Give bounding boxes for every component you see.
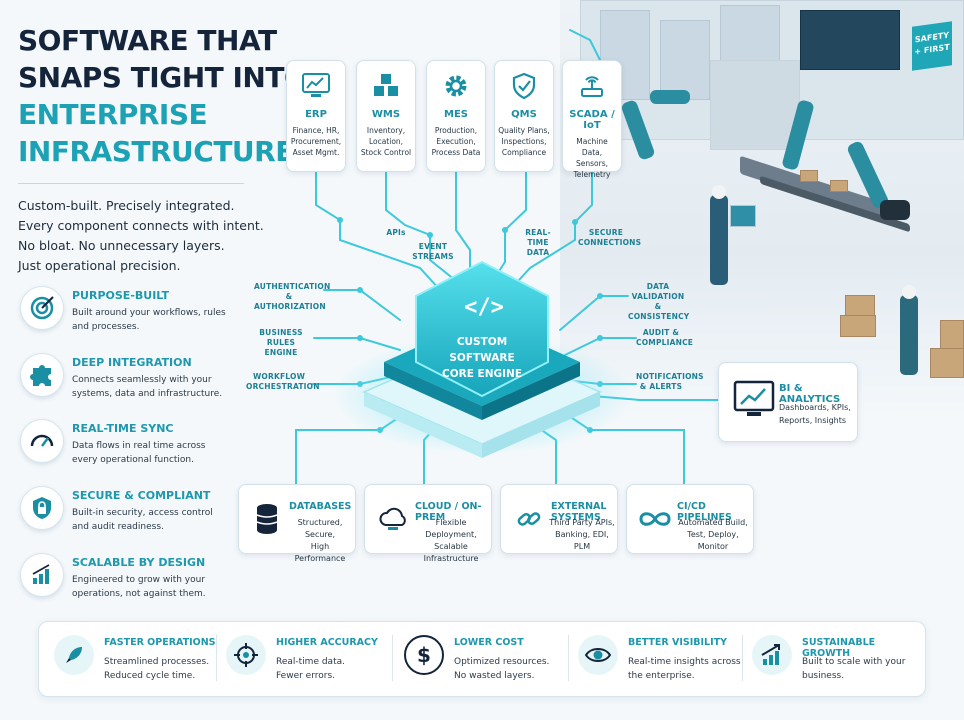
benefit-divider <box>568 635 569 681</box>
system-card-wms: WMS Inventory, Location, Stock Control <box>356 60 416 172</box>
system-card-mes: MES Production, Execution, Process Data <box>426 60 486 172</box>
system-card-erp: ERP Finance, HR, Procurement, Asset Mgmt… <box>286 60 346 172</box>
card-databases: DATABASES Structured, Secure,High Perfor… <box>238 484 356 563</box>
system-card-scada-iot: SCADA / IoT Machine Data, Sensors, Telem… <box>562 60 622 179</box>
headline: SOFTWARE THAT SNAPS TIGHT INTO ENTERPRIS… <box>18 22 308 170</box>
label-data-validation: DATA VALIDATION & CONSISTENCY <box>628 282 690 321</box>
label-business-rules: BUSINESS RULES ENGINE <box>259 328 303 357</box>
label-apis: APIs <box>386 228 406 237</box>
code-icon: </> <box>464 295 504 320</box>
boxes-icon <box>369 69 403 103</box>
growth-icon <box>752 635 792 675</box>
eye-icon <box>578 635 618 675</box>
label-notifications: NOTIFICATIONS & ALERTS <box>636 372 704 391</box>
cloud-icon <box>373 501 413 537</box>
divider <box>18 183 244 184</box>
chart-monitor-icon <box>299 69 333 103</box>
feature-secure-compliant: SECURE & COMPLIANT Built-in security, ac… <box>20 486 230 548</box>
benefit-divider <box>392 635 393 681</box>
svg-text:$: $ <box>417 643 431 667</box>
feature-purpose-built: PURPOSE-BUILT Built around your workflow… <box>20 286 230 348</box>
benefit-divider <box>216 635 217 681</box>
shield-lock-icon <box>20 486 64 530</box>
headline-line3: ENTERPRISE <box>18 98 208 131</box>
gauge-icon <box>20 419 64 463</box>
card-cloud-on-prem: CLOUD / ON-PREM Flexible Deployment,Scal… <box>364 484 492 563</box>
label-secure-connections: SECURE CONNECTIONS <box>578 228 642 247</box>
router-icon <box>575 69 609 103</box>
headline-line2: SNAPS TIGHT INTO <box>18 61 308 94</box>
label-workflow: WORKFLOW ORCHESTRATION <box>246 372 320 391</box>
bar-growth-icon <box>20 553 64 597</box>
crosshair-icon <box>226 635 266 675</box>
target-icon <box>20 286 64 330</box>
feature-deep-integration: DEEP INTEGRATION Connects seamlessly wit… <box>20 353 230 415</box>
dollar-icon: $ <box>404 635 444 675</box>
database-icon <box>247 501 287 537</box>
headline-line1: SOFTWARE THAT <box>18 24 277 57</box>
label-audit-compliance: AUDIT & COMPLIANCE <box>636 328 694 347</box>
intro-text: Custom-built. Precisely integrated. Ever… <box>18 198 264 273</box>
card-external-systems: EXTERNAL SYSTEMS Third Party APIs,Bankin… <box>500 484 618 554</box>
benefit-faster-operations: FASTER OPERATIONS Streamlined processes.… <box>54 631 224 687</box>
bi-analytics-card: BI & ANALYTICS Dashboards, KPIs,Reports,… <box>718 362 858 442</box>
factory-illustration: SAFETY+ FIRST <box>560 0 964 420</box>
headline-line4: INFRASTRUCTURE <box>18 135 294 168</box>
infinity-icon <box>635 501 675 537</box>
benefit-better-visibility: BETTER VISIBILITY Real-time insights acr… <box>578 631 748 687</box>
analytics-monitor-icon <box>731 377 777 423</box>
puzzle-icon <box>20 353 64 397</box>
shield-check-icon <box>507 69 541 103</box>
benefit-higher-accuracy: HIGHER ACCURACY Real-time data.Fewer err… <box>226 631 396 687</box>
gear-icon <box>439 69 473 103</box>
label-realtime-data: REAL-TIME DATA <box>525 228 551 257</box>
benefit-lower-cost: $ LOWER COST Optimized resources.No wast… <box>404 631 574 687</box>
label-event-streams: EVENT STREAMS <box>412 242 454 261</box>
link-icon <box>509 501 549 537</box>
card-ci-cd-pipelines: CI/CD PIPELINES Automated Build,Test, De… <box>626 484 754 554</box>
system-card-qms: QMS Quality Plans, Inspections, Complian… <box>494 60 554 172</box>
label-authentication: AUTHENTICATION & AUTHORIZATION <box>254 282 331 311</box>
rocket-icon <box>54 635 94 675</box>
feature-real-time-sync: REAL-TIME SYNC Data flows in real time a… <box>20 419 230 481</box>
benefit-divider <box>742 635 743 681</box>
benefit-sustainable-growth: SUSTAINABLE GROWTH Built to scale with y… <box>752 631 922 687</box>
feature-scalable-by-design: SCALABLE BY DESIGN Engineered to grow wi… <box>20 553 230 615</box>
